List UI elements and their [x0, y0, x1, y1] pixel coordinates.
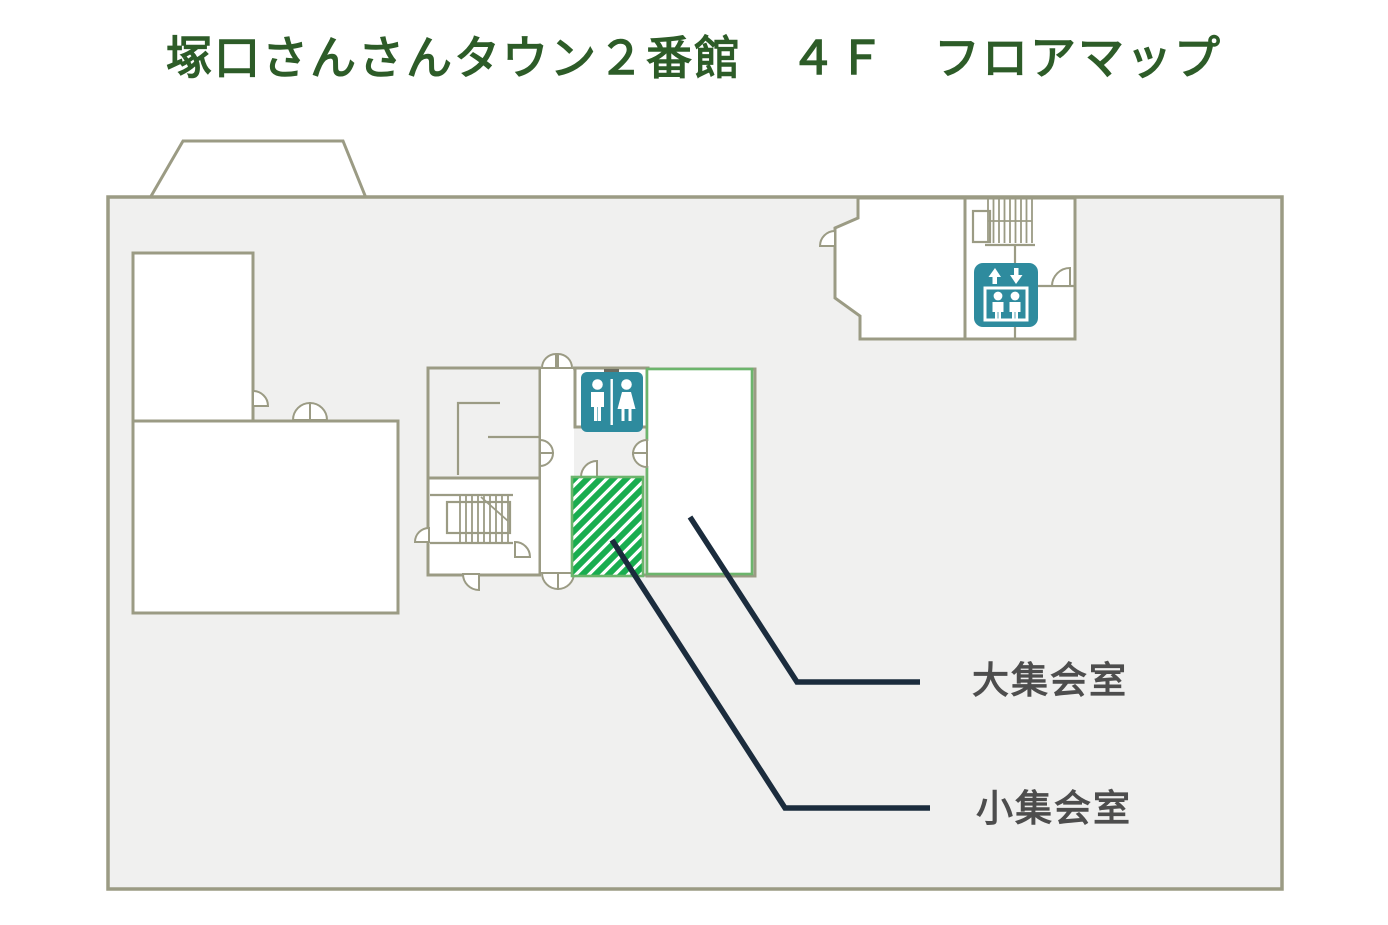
- restroom-icon: [581, 369, 643, 432]
- stairs-icon: [987, 199, 1033, 243]
- door-arc: [252, 389, 270, 407]
- leader-line-large-room: [687, 515, 920, 685]
- door-arc: [579, 459, 598, 478]
- door-arc: [413, 526, 430, 543]
- entrance-canopy: [147, 139, 369, 200]
- small-meeting-room: [570, 459, 645, 578]
- upper-right-block: [818, 196, 1077, 341]
- elevator-icon: [974, 263, 1038, 327]
- door-arc: [514, 540, 532, 558]
- central-block: [413, 352, 757, 592]
- door-arc: [461, 573, 480, 592]
- central-upper-room: [426, 366, 542, 480]
- door-arc: [557, 352, 574, 369]
- label-large-meeting-room: 大集会室: [972, 660, 1128, 701]
- label-small-meeting-room: 小集会室: [976, 788, 1132, 829]
- room-upper-left: [131, 251, 270, 423]
- stairwell-lower: [413, 476, 542, 592]
- large-meeting-room: [631, 367, 757, 578]
- door-arc: [539, 452, 555, 468]
- corridor: [539, 352, 576, 591]
- stairs-icon: [459, 496, 509, 542]
- page-title: 塚口さんさんタウン２番館 ４Ｆ フロアマップ: [166, 32, 1222, 84]
- room-lower-left: [131, 401, 400, 615]
- door-arc: [631, 452, 648, 469]
- restroom: [573, 366, 650, 432]
- door-arc: [309, 401, 329, 421]
- door-arc: [540, 352, 557, 369]
- leader-line-small-room: [609, 538, 930, 811]
- door-arc: [1050, 266, 1071, 287]
- door-arc: [818, 229, 836, 247]
